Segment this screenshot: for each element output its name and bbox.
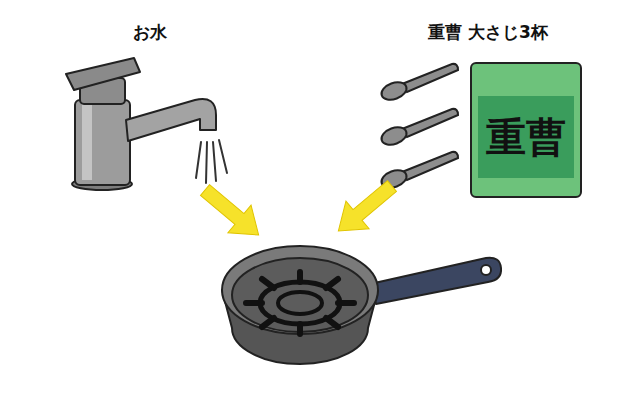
faucet [66,58,216,190]
faucet-body [75,100,130,185]
faucet-lever [66,58,140,90]
handle-hole [481,265,491,275]
water-stream [196,140,227,183]
pan-rim [222,246,378,334]
measuring-spoons [379,64,458,191]
arrow [193,176,270,249]
faucet-spout [126,99,216,141]
spoon-bowl [379,124,409,148]
pan-handle [370,258,501,304]
gas-trivet [246,272,354,334]
annotation-label: お水 [133,22,167,42]
spoon-handle [402,152,458,180]
baking-soda-bag: 重曹 [470,62,582,198]
faucet-highlight [82,104,92,180]
spoon-bowl [379,79,409,103]
spoon-handle [402,109,458,137]
arrow [327,172,404,245]
bag-label: 重曹 [478,96,574,178]
annotation-label: 重曹 大さじ3杯 [428,22,548,42]
spoon-handle [402,64,458,92]
frying-pan [222,246,501,364]
yellow-arrows [193,172,403,249]
